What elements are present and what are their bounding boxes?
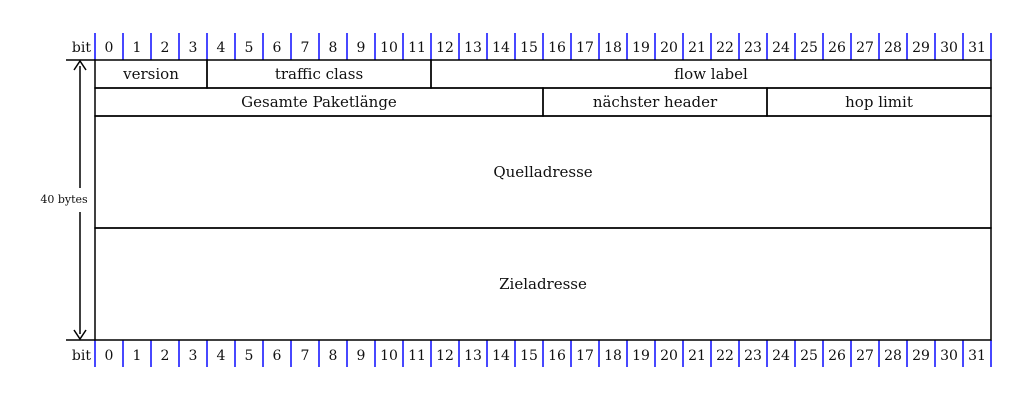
top-bit-number: 6 bbox=[273, 40, 282, 56]
top-bit-number: 14 bbox=[492, 40, 510, 56]
bottom-bit-number: 10 bbox=[380, 348, 398, 364]
top-bit-number: 26 bbox=[828, 40, 846, 56]
top-bit-number: 2 bbox=[161, 40, 170, 56]
top-bit-number: 18 bbox=[604, 40, 622, 56]
bottom-bit-number: 26 bbox=[828, 348, 846, 364]
bottom-bit-number: 25 bbox=[800, 348, 818, 364]
bottom-bit-number: 23 bbox=[744, 348, 762, 364]
bottom-bit-number: 16 bbox=[548, 348, 566, 364]
bottom-bit-number: 17 bbox=[576, 348, 594, 364]
top-bit-number: 21 bbox=[688, 40, 706, 56]
bottom-bit-number: 2 bbox=[161, 348, 170, 364]
address-block-label: Zieladresse bbox=[499, 275, 587, 293]
size-indicator: 40 bytes bbox=[40, 59, 95, 341]
top-bit-number: 3 bbox=[189, 40, 198, 56]
top-bit-number: 19 bbox=[632, 40, 650, 56]
bottom-bit-number: 9 bbox=[357, 348, 366, 364]
bottom-bit-number: 3 bbox=[189, 348, 198, 364]
top-bit-number: 12 bbox=[436, 40, 454, 56]
address-block-box bbox=[94, 227, 992, 341]
bottom-bit-number: 18 bbox=[604, 348, 622, 364]
header-field-label: nächster header bbox=[593, 93, 718, 111]
top-bit-label: bit bbox=[72, 40, 91, 56]
arrow-down-icon bbox=[73, 329, 87, 341]
bottom-bit-number: 4 bbox=[217, 348, 226, 364]
bottom-bit-number: 20 bbox=[660, 348, 678, 364]
top-bit-number: 16 bbox=[548, 40, 566, 56]
address-block-label: Quelladresse bbox=[493, 163, 592, 181]
top-bit-number: 7 bbox=[301, 40, 310, 56]
bottom-bit-number: 5 bbox=[245, 348, 254, 364]
header-field-label: version bbox=[122, 65, 179, 83]
bottom-bit-number: 6 bbox=[273, 348, 282, 364]
top-bit-number: 10 bbox=[380, 40, 398, 56]
top-bit-number: 22 bbox=[716, 40, 734, 56]
bottom-bit-number: 15 bbox=[520, 348, 538, 364]
top-bit-number: 1 bbox=[133, 40, 142, 56]
bottom-bit-number: 30 bbox=[940, 348, 958, 364]
top-bit-number: 0 bbox=[105, 40, 114, 56]
top-bit-number: 20 bbox=[660, 40, 678, 56]
bottom-bit-number: 11 bbox=[408, 348, 426, 364]
bottom-bit-number: 19 bbox=[632, 348, 650, 364]
top-bit-number: 24 bbox=[772, 40, 790, 56]
header-field-label: Gesamte Paketlänge bbox=[241, 93, 397, 111]
top-bit-number: 15 bbox=[520, 40, 538, 56]
top-bit-number: 11 bbox=[408, 40, 426, 56]
header-field-label: flow label bbox=[674, 65, 748, 83]
bottom-bit-number: 27 bbox=[856, 348, 874, 364]
top-bit-number: 17 bbox=[576, 40, 594, 56]
bottom-bit-number: 29 bbox=[912, 348, 930, 364]
bottom-bit-number: 24 bbox=[772, 348, 790, 364]
top-bit-number: 13 bbox=[464, 40, 482, 56]
bottom-bit-number: 13 bbox=[464, 348, 482, 364]
top-bit-number: 9 bbox=[357, 40, 366, 56]
bottom-bit-number: 21 bbox=[688, 348, 706, 364]
arrow-up-icon bbox=[73, 59, 87, 71]
bottom-bit-number: 0 bbox=[105, 348, 114, 364]
bottom-bit-number: 8 bbox=[329, 348, 338, 364]
top-bit-number: 5 bbox=[245, 40, 254, 56]
bottom-bit-number: 14 bbox=[492, 348, 510, 364]
top-bit-number: 25 bbox=[800, 40, 818, 56]
bottom-bit-number: 22 bbox=[716, 348, 734, 364]
top-bit-number: 28 bbox=[884, 40, 902, 56]
top-bit-number: 8 bbox=[329, 40, 338, 56]
bottom-bit-label: bit bbox=[72, 348, 91, 364]
top-bit-number: 4 bbox=[217, 40, 226, 56]
bottom-bit-number: 7 bbox=[301, 348, 310, 364]
top-bit-number: 31 bbox=[968, 40, 986, 56]
header-field-label: traffic class bbox=[275, 65, 363, 83]
top-bit-number: 30 bbox=[940, 40, 958, 56]
bottom-bit-number: 31 bbox=[968, 348, 986, 364]
bottom-bit-number: 12 bbox=[436, 348, 454, 364]
size-label: 40 bytes bbox=[40, 193, 88, 206]
top-bit-number: 29 bbox=[912, 40, 930, 56]
top-bit-number: 27 bbox=[856, 40, 874, 56]
header-field-label: hop limit bbox=[845, 93, 913, 111]
bottom-bit-number: 1 bbox=[133, 348, 142, 364]
bottom-bit-number: 28 bbox=[884, 348, 902, 364]
top-bit-number: 23 bbox=[744, 40, 762, 56]
